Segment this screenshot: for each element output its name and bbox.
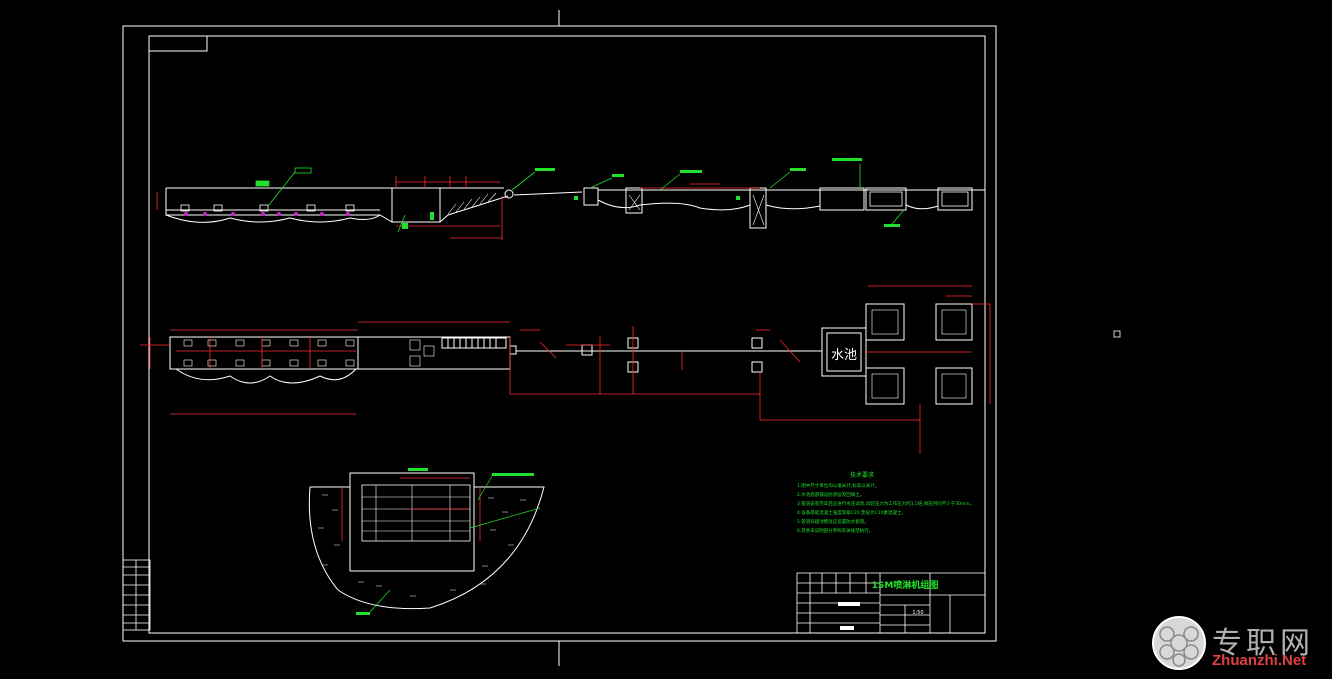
drawing-scale: 1:50 [912,610,923,616]
notes-line-3: 3.管道安装完毕后应进行水压试验,试验压力为工作压力的1.5倍,保压时间不少于3… [797,500,974,507]
plan-view: 水池 [140,285,991,454]
watermark-en: Zhuanzhi.Net [1212,652,1307,669]
sheet-frame [122,10,997,666]
revision-block [122,559,151,631]
notes-line-2: 2.水池底部铺设防渗层及回填土。 [797,491,864,498]
drawing-title: 1SM喷淋机组图 [872,579,939,591]
notes-line-4: 4.设备基础混凝土强度等级C20,垫层为C10素混凝土。 [797,509,906,516]
elevation-view [156,158,985,240]
stray-marker [1113,330,1121,338]
pool-label: 水池 [831,348,857,363]
title-block: 1SM喷淋机组图 1:50 [796,572,986,634]
notes-line-5: 5.管道穿越池壁处应设置防水套管。 [797,518,869,525]
notes-line-6: 6.其余未说明部分参照有关规范执行。 [797,527,873,534]
section-view [308,468,545,615]
watermark-cn: 专职网 [1212,626,1314,661]
technical-notes: 技术要求 1.图中尺寸单位均以毫米计,标高以米计。 2.水池底部铺设防渗层及回填… [797,471,974,534]
notes-heading: 技术要求 [850,471,874,479]
watermark-logo-icon [1152,616,1206,670]
notes-line-1: 1.图中尺寸单位均以毫米计,标高以米计。 [797,482,879,489]
